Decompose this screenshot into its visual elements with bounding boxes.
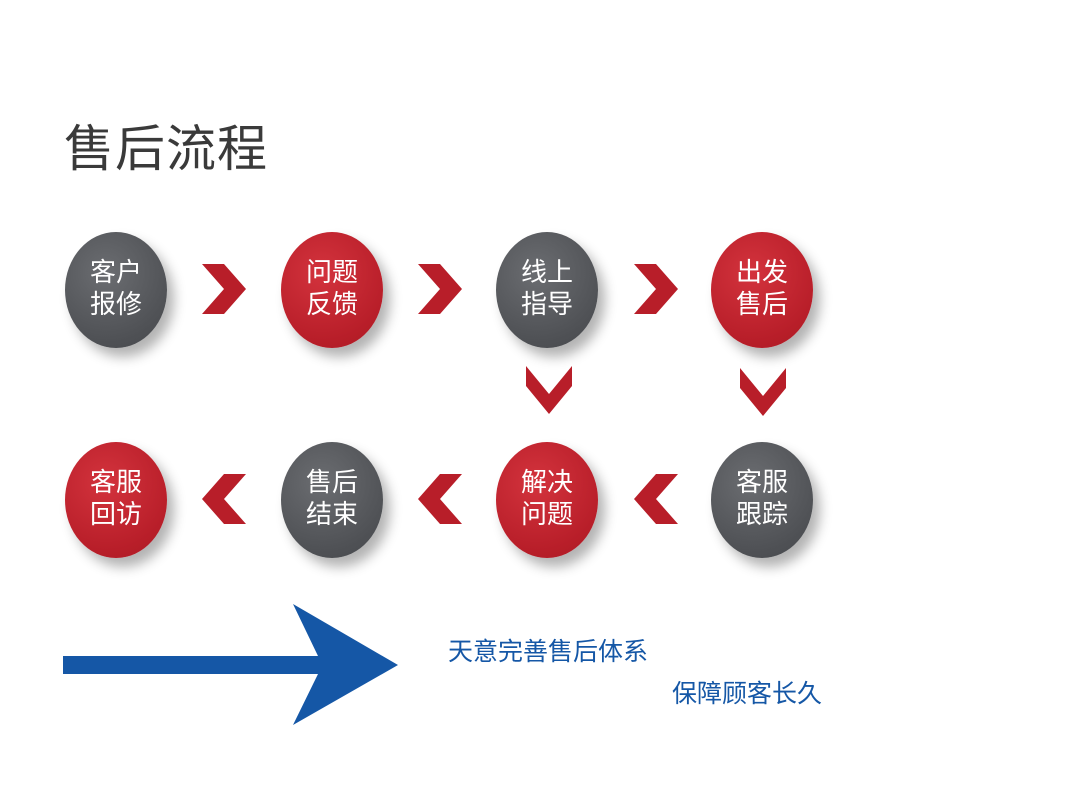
chevron-right-icon (634, 264, 678, 314)
node-label-line1: 售后 (305, 468, 358, 499)
node-customer-report: 客户 报修 (65, 232, 167, 348)
node-label-line2: 反馈 (305, 290, 358, 320)
node-depart-service: 出发 售后 (711, 232, 813, 348)
node-service-tracking: 客服 跟踪 (711, 442, 813, 558)
chevron-right-icon (418, 264, 462, 314)
slogan-line1: 天意完善售后体系 (448, 637, 649, 666)
chevron-left-icon (634, 474, 678, 524)
slogan-line2: 保障顾客长久 (672, 679, 823, 708)
node-label-line2: 结束 (305, 500, 358, 530)
node-solve-problem: 解决 问题 (496, 442, 598, 558)
node-label-line2: 售后 (735, 290, 788, 320)
chevron-right-icon (202, 264, 246, 314)
node-label-line2: 回访 (89, 500, 142, 530)
page-title: 售后流程 (64, 120, 268, 178)
chevron-left-icon (202, 474, 246, 524)
node-label-line1: 线上 (520, 258, 573, 289)
node-label-line1: 客服 (735, 468, 788, 499)
chevron-down-icon (740, 368, 786, 416)
node-label-line2: 跟踪 (735, 500, 788, 530)
node-service-end: 售后 结束 (281, 442, 383, 558)
node-service-revisit: 客服 回访 (65, 442, 167, 558)
node-label-line1: 解决 (520, 468, 573, 499)
node-problem-feedback: 问题 反馈 (281, 232, 383, 348)
node-label-line1: 出发 (735, 258, 788, 289)
node-label-line2: 问题 (520, 500, 573, 530)
chevron-down-icon (526, 366, 572, 414)
node-label-line1: 客服 (89, 468, 142, 499)
node-label-line2: 报修 (89, 290, 142, 320)
node-label-line1: 客户 (89, 258, 142, 289)
node-label-line2: 指导 (520, 290, 573, 320)
node-label-line1: 问题 (305, 258, 358, 289)
chevron-left-icon (418, 474, 462, 524)
node-online-guidance: 线上 指导 (496, 232, 598, 348)
